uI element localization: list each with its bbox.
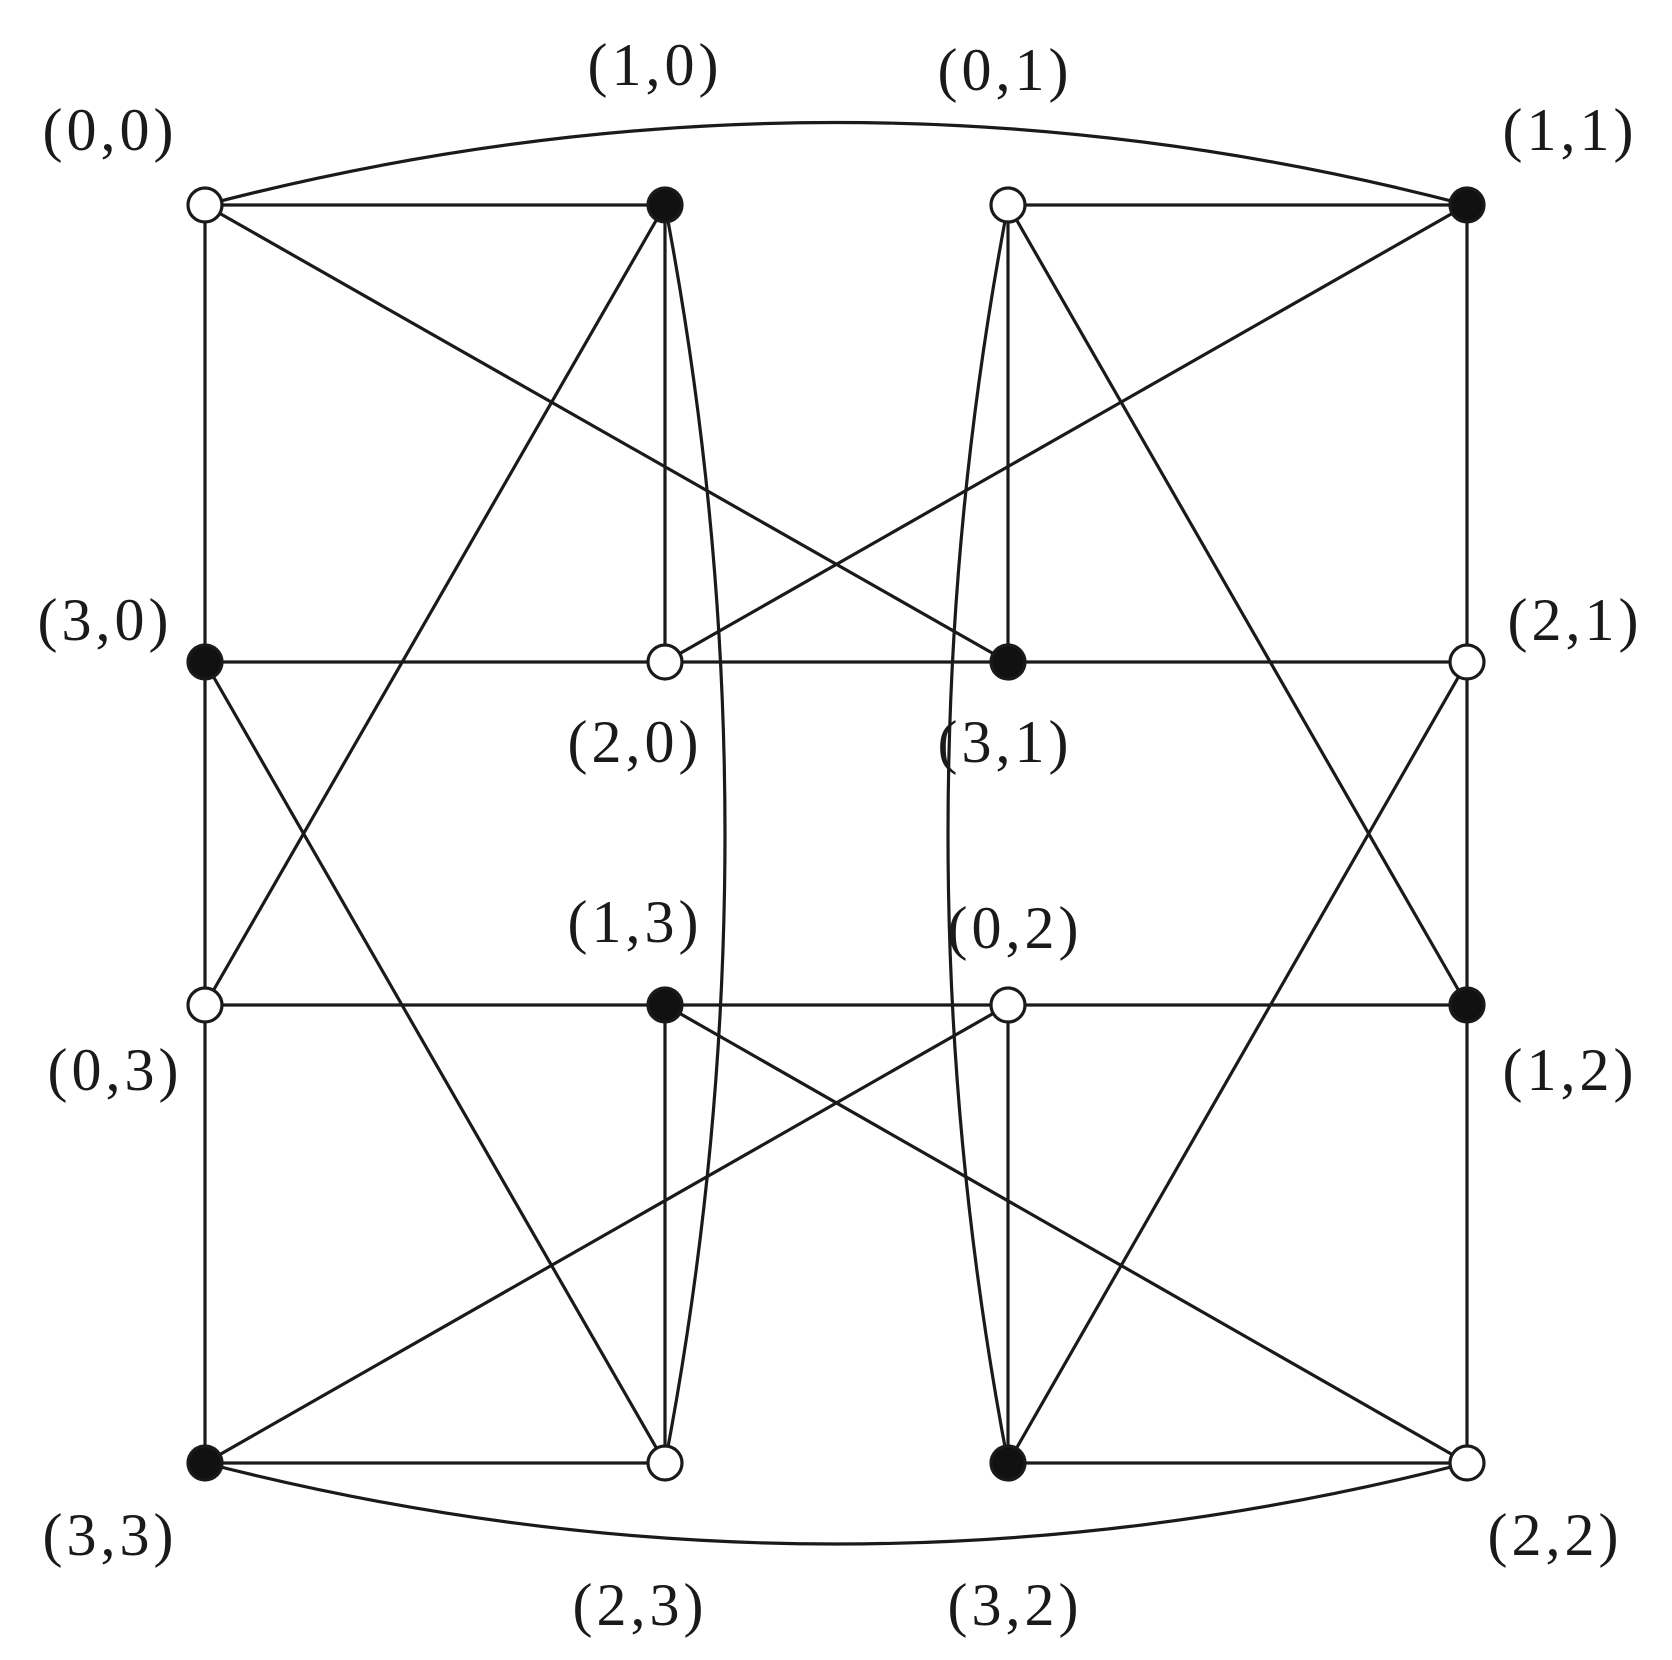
node-label-10: (1,0) xyxy=(588,32,723,98)
edge-33-22 xyxy=(203,1461,1469,1546)
node-30 xyxy=(186,643,224,681)
node-label-21: (2,1) xyxy=(1508,587,1643,653)
edge-13-22 xyxy=(663,1003,1469,1465)
node-23 xyxy=(646,1444,684,1482)
node-label-13: (1,3) xyxy=(568,889,703,955)
node-label-00: (0,0) xyxy=(43,97,178,163)
node-label-31: (3,1) xyxy=(938,709,1073,775)
edge-11-20 xyxy=(663,203,1469,664)
node-02 xyxy=(989,986,1027,1024)
node-12 xyxy=(1448,986,1486,1024)
label-layer: (0,0) (1,0) (0,1) (1,1) (3,0) (2,0) (3,1) (2,1)… xyxy=(38,32,1643,1638)
node-21 xyxy=(1448,643,1486,681)
node-11 xyxy=(1448,186,1486,224)
node-10 xyxy=(646,186,684,224)
node-layer xyxy=(186,186,1486,1482)
node-31 xyxy=(989,643,1027,681)
node-label-33: (3,3) xyxy=(43,1502,178,1568)
edge-10-03 xyxy=(203,203,667,1007)
node-label-22: (2,2) xyxy=(1488,1502,1623,1568)
node-label-12: (1,2) xyxy=(1503,1037,1638,1103)
edge-01-32 xyxy=(946,203,1010,1465)
node-32 xyxy=(989,1444,1027,1482)
node-33 xyxy=(186,1444,224,1482)
edge-21-32 xyxy=(1006,660,1469,1465)
edge-02-33 xyxy=(203,1003,1010,1465)
node-label-20: (2,0) xyxy=(568,709,703,775)
node-03 xyxy=(186,986,224,1024)
node-20 xyxy=(646,643,684,681)
node-13 xyxy=(646,986,684,1024)
node-label-03: (0,3) xyxy=(48,1037,183,1103)
edge-30-23 xyxy=(203,660,667,1465)
node-label-23: (2,3) xyxy=(573,1572,708,1638)
edge-10-23 xyxy=(663,203,727,1465)
edge-01-12 xyxy=(1006,203,1469,1007)
node-label-11: (1,1) xyxy=(1503,97,1638,163)
edge-layer xyxy=(203,120,1469,1546)
node-00 xyxy=(186,186,224,224)
node-01 xyxy=(989,186,1027,224)
node-label-30: (3,0) xyxy=(38,587,173,653)
node-label-32: (3,2) xyxy=(948,1572,1083,1638)
node-22 xyxy=(1448,1444,1486,1482)
edge-00-31 xyxy=(203,203,1010,664)
edge-00-11 xyxy=(203,120,1469,207)
node-label-02: (0,2) xyxy=(948,895,1083,961)
node-label-01: (0,1) xyxy=(938,37,1073,103)
